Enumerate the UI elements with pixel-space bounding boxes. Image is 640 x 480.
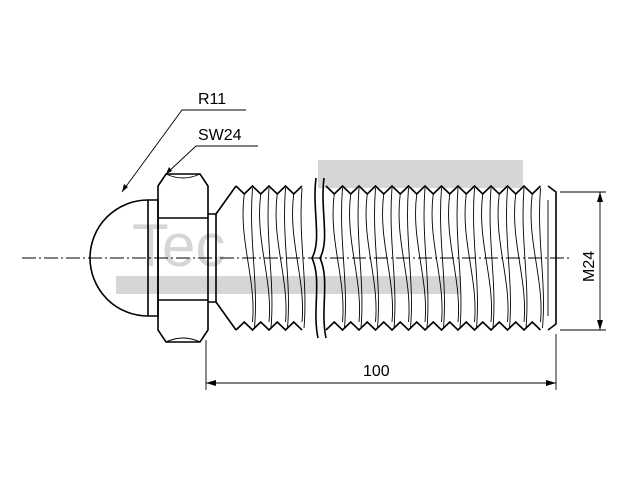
hex-chamfer-bottom (165, 337, 201, 343)
thread-flank (440, 187, 445, 329)
hex-chamfer-top (165, 173, 201, 179)
hex-body (157, 173, 209, 343)
thread-label: M24 (581, 251, 598, 282)
thread-flank (456, 187, 462, 329)
watermark-text: Tec (132, 212, 225, 279)
thread-flank (292, 193, 304, 323)
length-dimension: 100 (205, 334, 557, 390)
thread-flank (374, 187, 379, 329)
thread-end (547, 185, 557, 331)
radius-arrow (122, 184, 128, 192)
thread-flank (365, 193, 377, 323)
watermark-band-top (318, 160, 523, 188)
radius-label: R11 (198, 91, 226, 108)
thread-flank (481, 193, 493, 323)
break-line-left (311, 177, 319, 339)
thread-flank (407, 187, 412, 329)
thread-flank (251, 187, 256, 329)
diameter-dimension: M24 (560, 191, 606, 331)
diameter-arrow-top (597, 192, 603, 202)
thread-flank (242, 193, 254, 323)
length-label: 100 (363, 363, 390, 380)
thread-chamfer (215, 185, 237, 331)
thread-flank (332, 193, 344, 323)
ball-head (89, 199, 149, 317)
watermark: Tec (116, 160, 523, 294)
thread-flank (341, 187, 346, 329)
thread-flank (514, 193, 526, 323)
thread-flank (398, 193, 410, 323)
wrench-size-label: SW24 (198, 127, 242, 144)
break-line-right (319, 177, 327, 339)
wrench-leader (165, 145, 258, 175)
thread-flank (284, 187, 289, 329)
thread-flank (497, 193, 509, 323)
thread-flank (464, 193, 476, 323)
thread-flank (349, 193, 361, 323)
thread-flank (300, 187, 306, 329)
thread-crest-bottom (235, 320, 542, 332)
thread-flank (431, 193, 443, 323)
thread-flanks (242, 187, 544, 329)
length-arrow-right (546, 380, 556, 386)
threaded-shank (235, 177, 557, 339)
thread-flank (275, 193, 287, 323)
wrench-arrow (166, 167, 172, 174)
thread-flank (489, 187, 495, 329)
thread-flank (415, 193, 427, 323)
thread-flank (423, 187, 429, 329)
hex-neck (208, 213, 217, 303)
thread-flank (382, 193, 394, 323)
thread-flank (539, 187, 544, 329)
thread-flank (267, 187, 273, 329)
thread-flank (473, 187, 478, 329)
radius-leader (121, 109, 246, 193)
thread-flank (448, 193, 460, 323)
thread-flank (506, 187, 511, 329)
length-arrow-left (206, 380, 216, 386)
thread-flank (390, 187, 396, 329)
thread-flank (259, 193, 271, 323)
diameter-arrow-bottom (597, 320, 603, 330)
ball-outline (89, 199, 149, 317)
thread-flank (357, 187, 363, 329)
thread-flank (522, 187, 528, 329)
hex-nut (147, 173, 237, 343)
thread-flank (530, 193, 542, 323)
leaders (121, 109, 258, 193)
